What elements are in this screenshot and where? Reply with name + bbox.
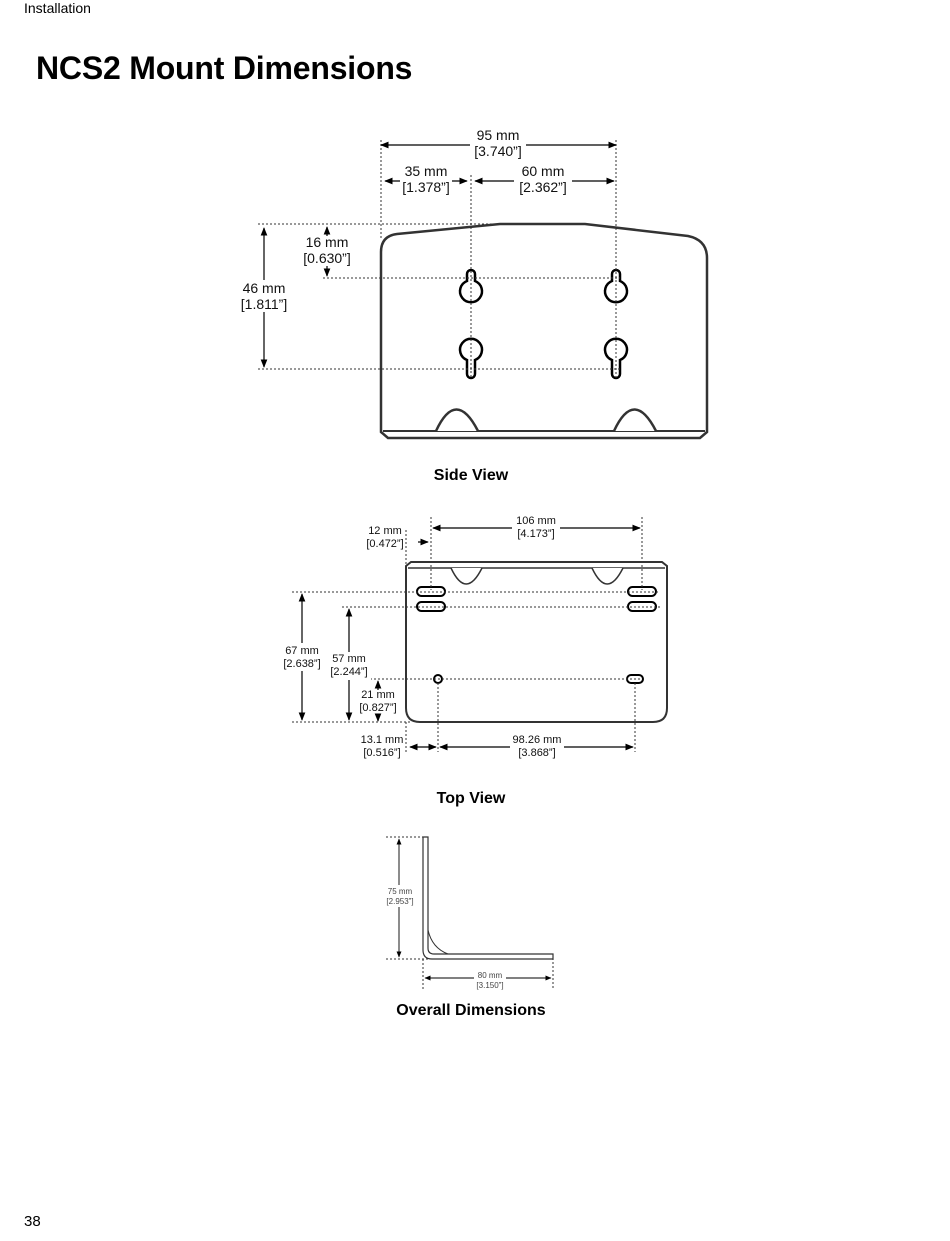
tv-depth-inner-mm: 57 mm [332,653,366,665]
tv-depth-outer-in: [2.638”] [283,658,320,670]
sv-hole-height-mm: 46 mm [243,280,286,296]
tv-hole-edge-in: [0.516”] [363,747,400,759]
tv-edge-offset-mm: 12 mm [368,525,402,537]
tv-slot-spacing-mm: 106 mm [516,515,556,527]
sv-left-offset-in: [1.378”] [402,179,449,195]
overall-dimensions-drawing: 75 mm [2.953”] 80 mm [3.150”] [386,836,554,991]
od-height-mm: 75 mm [388,887,413,896]
running-header: Installation [24,0,91,16]
tv-slot-spacing-in: [4.173”] [517,528,554,540]
tv-hole-spacing-in: [3.868”] [518,747,555,759]
keyhole-lower-left [458,337,484,380]
top-view-plate [405,561,668,723]
sv-top-offset-in: [0.630”] [303,250,350,266]
keyhole-upper-left [458,268,484,304]
tv-depth-outer-mm: 67 mm [285,645,319,657]
sv-total-width-in: [3.740”] [474,143,521,159]
od-width-in: [3.150”] [476,981,503,990]
side-view-foot-left [434,408,480,432]
sv-hole-spacing-mm: 60 mm [522,163,565,179]
tv-hole-edge-mm: 13.1 mm [361,734,404,746]
tv-hole-offset-in: [0.827”] [359,702,396,714]
page-number: 38 [24,1213,41,1230]
sv-left-offset-mm: 35 mm [405,163,448,179]
sv-top-offset-mm: 16 mm [306,234,349,250]
tv-edge-offset-in: [0.472”] [366,538,403,550]
tv-hole-offset-mm: 21 mm [361,689,395,701]
tv-depth-inner-in: [2.244”] [330,666,367,678]
od-height-in: [2.953”] [386,897,413,906]
od-width-mm: 80 mm [478,971,503,980]
sv-total-width-mm: 95 mm [477,127,520,143]
side-view-caption: Side View [433,467,509,484]
sv-hole-height-in: [1.811”] [241,296,287,312]
top-view-drawing: 106 mm [4.173”] 12 mm [0.472”] 67 mm [2.… [280,514,668,759]
side-view-plate [379,222,709,440]
top-view-notch-left [450,567,483,585]
side-view-drawing: 95 mm [3.740”] 35 mm [1.378”] 60 mm [2.3… [238,127,709,440]
sv-hole-spacing-in: [2.362”] [519,179,566,195]
keyhole-upper-right [603,268,629,304]
side-view-foot-right [612,408,658,432]
page-title: NCS2 Mount Dimensions [36,50,413,86]
bracket-profile [422,836,554,960]
top-view-notch-right [591,567,624,585]
top-view-caption: Top View [436,790,506,807]
overall-dimensions-caption: Overall Dimensions [396,1002,546,1019]
keyhole-lower-right [603,337,629,380]
tv-hole-spacing-mm: 98.26 mm [513,734,562,746]
